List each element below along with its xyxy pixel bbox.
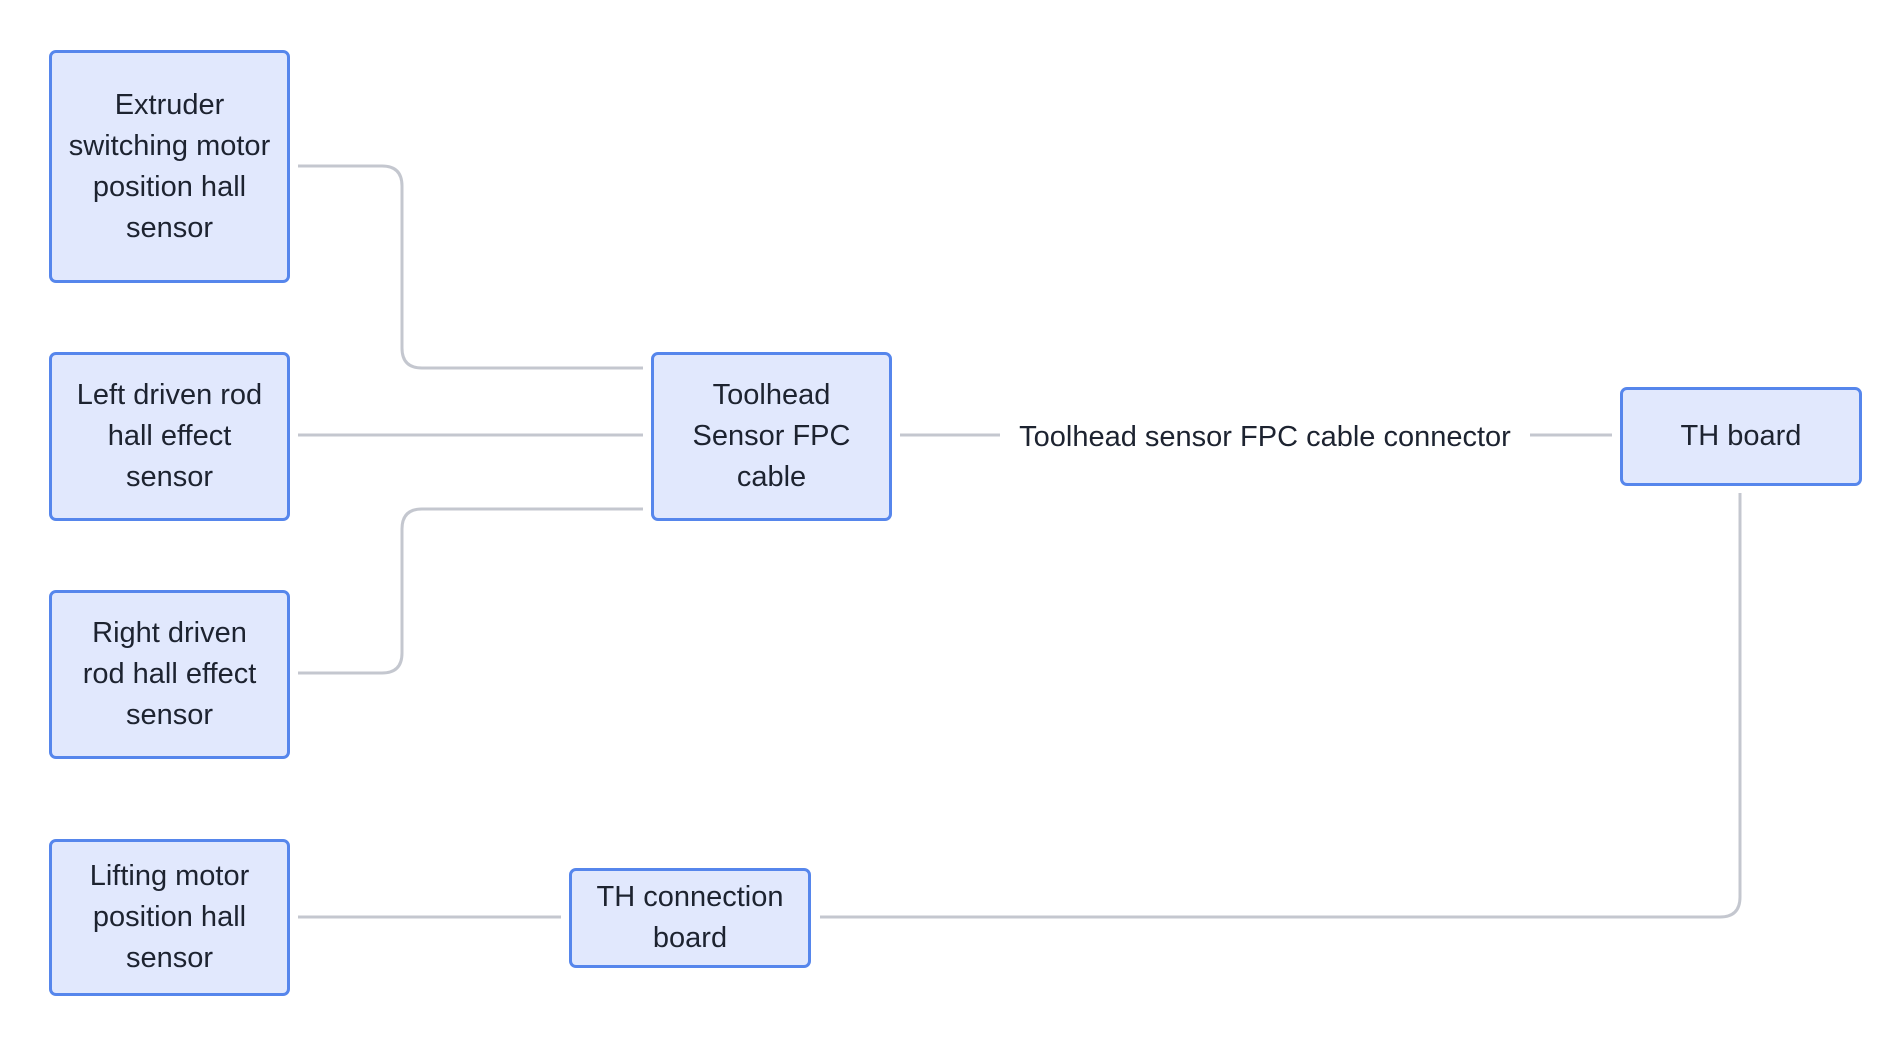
edge-extruder-to-fpc [298,164,643,370]
edge-connection-board-to-th-board [820,493,1742,919]
node-left-rod-sensor-label: Left driven rod hall effect sensor [76,379,263,493]
node-extruder-sensor[interactable]: Extruder switching motor position hall s… [49,50,290,283]
node-left-rod-sensor[interactable]: Left driven rod hall effect sensor [49,352,290,521]
edge-label-fpc-connector: Toolhead sensor FPC cable connector [1000,414,1530,460]
node-th-board-label: TH board [1680,420,1802,452]
node-lifting-motor-sensor[interactable]: Lifting motor position hall sensor [49,839,290,996]
node-th-board[interactable]: TH board [1620,387,1862,486]
node-connection-board-label: TH connection board [596,881,784,954]
edge-right-rod-to-fpc [298,507,643,675]
node-right-rod-sensor[interactable]: Right driven rod hall effect sensor [49,590,290,759]
node-fpc-cable-label: Toolhead Sensor FPC cable [692,379,851,493]
node-connection-board[interactable]: TH connection board [569,868,811,968]
node-lifting-motor-sensor-label: Lifting motor position hall sensor [89,860,250,974]
node-fpc-cable[interactable]: Toolhead Sensor FPC cable [651,352,892,521]
node-right-rod-sensor-label: Right driven rod hall effect sensor [82,617,257,731]
node-extruder-sensor-label: Extruder switching motor position hall s… [68,88,271,244]
